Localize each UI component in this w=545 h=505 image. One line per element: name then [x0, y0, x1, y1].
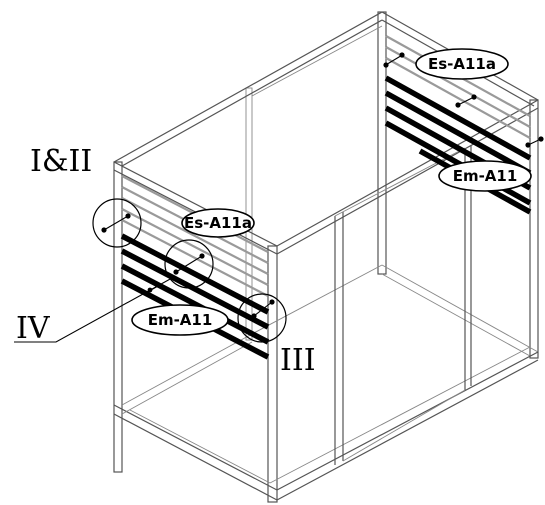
- callout-front-bottom: Em-A11: [131, 304, 229, 336]
- back-slat-black-2: [384, 90, 532, 176]
- callout-back-top: Es-A11a: [415, 48, 509, 80]
- door-left-jamb: [334, 212, 344, 465]
- bolt-iii-nut: [269, 299, 275, 305]
- detail-circle-iv: [164, 239, 214, 289]
- bolt-iii-head: [251, 313, 257, 319]
- bottom-front-rail: [113, 404, 278, 501]
- back-slat-grey-3: [385, 57, 531, 139]
- label-section-iii: III: [280, 343, 316, 378]
- bolt-back-right-head: [525, 142, 531, 148]
- detail-circle-i-ii: [92, 198, 142, 248]
- bolt-back-top-head: [383, 62, 389, 68]
- bottom-right-rail: [276, 351, 539, 501]
- label-section-iv: IV: [16, 311, 51, 346]
- front-right-post: [267, 245, 278, 503]
- bolt-iv-head: [173, 269, 179, 275]
- top-left-rail: [113, 11, 383, 167]
- door-head: [334, 147, 466, 217]
- bolt-iv-shaft: [175, 255, 203, 273]
- bolt-i-ii-nut: [125, 213, 131, 219]
- callout-front-top-ellipse: [181, 208, 255, 238]
- bolt-i-ii-shaft: [103, 215, 129, 231]
- front-left-post: [113, 161, 123, 473]
- callout-front-bottom-ellipse: [131, 304, 229, 336]
- callout-front-top: Es-A11a: [181, 208, 255, 238]
- callout-front-top-text: Es-A11a: [184, 214, 252, 232]
- callout-back-bottom-text: Em-A11: [453, 167, 518, 185]
- front-slat-black-3: [120, 263, 270, 345]
- back-right-post: [377, 11, 387, 275]
- label-section-i-ii: I&II: [30, 144, 92, 179]
- callout-back-top-text: Es-A11a: [428, 55, 496, 73]
- callout-back-bottom: Em-A11: [438, 160, 532, 192]
- bolt-back-right-nut: [538, 136, 544, 142]
- front-slat-grey-3: [121, 197, 269, 275]
- callout-front-bottom-text: Em-A11: [148, 311, 213, 329]
- detail-circle-iii: [237, 293, 287, 343]
- callout-back-top-ellipse: [415, 48, 509, 80]
- front-slat-grey-4: [121, 208, 269, 286]
- bolt-back-mid-head: [455, 102, 461, 108]
- back-top-inner-rail: [251, 25, 383, 97]
- top-front-rail: [113, 161, 278, 255]
- door-threshold: [342, 389, 466, 462]
- inner-bottom-rail: [129, 346, 531, 484]
- front-slat-black-1: [120, 233, 270, 315]
- bottom-back-rail: [251, 264, 539, 357]
- bolt-back-mid-nut: [471, 94, 477, 100]
- far-right-post: [529, 99, 539, 359]
- front-slat-grey-5: [121, 219, 269, 297]
- bolt-back-top-nut: [399, 52, 405, 58]
- bolt-iv-nut: [199, 253, 205, 259]
- fixing-bolts: [101, 52, 544, 319]
- back-slat-grey-2: [385, 46, 531, 128]
- bolt-i-ii-head: [101, 227, 107, 233]
- front-slat-black-2: [120, 248, 270, 330]
- callout-back-bottom-ellipse: [438, 160, 532, 192]
- bottom-left-rail: [121, 333, 253, 415]
- leader-iv: [14, 277, 173, 343]
- bolt-iii-shaft: [253, 301, 273, 317]
- top-right-rail: [276, 99, 539, 255]
- back-slat-black-1: [384, 75, 532, 161]
- enclosure-frame: [113, 11, 539, 503]
